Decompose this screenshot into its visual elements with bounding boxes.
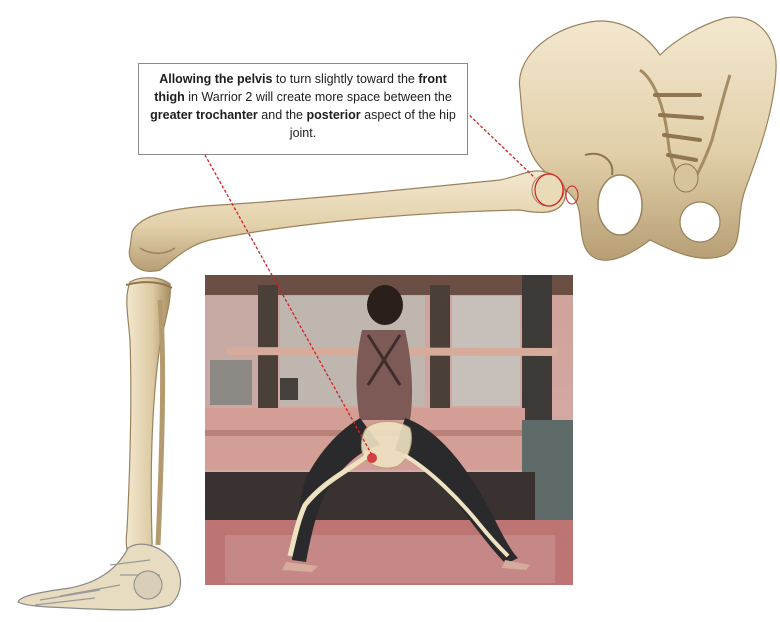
foot-illustration — [18, 544, 180, 610]
annotation-text-part: pelvis — [237, 72, 272, 86]
annotation-text-part: to turn slightly toward the — [272, 72, 418, 86]
pelvis-illustration — [519, 17, 776, 260]
annotation-callout: Allowing the pelvis to turn slightly tow… — [138, 63, 468, 155]
warrior-2-photo — [205, 275, 573, 585]
annotation-text-part: greater trochanter — [150, 108, 258, 122]
annotation-text-part: and the — [258, 108, 307, 122]
femur-illustration — [129, 171, 565, 272]
annotation-text: Allowing the pelvis to turn slightly tow… — [150, 72, 456, 140]
annotation-text-part: in Warrior 2 will create more space betw… — [185, 90, 452, 104]
annotation-text-part: Allowing the — [159, 72, 237, 86]
lower-leg-illustration — [126, 278, 172, 563]
annotation-text-part: posterior — [306, 108, 360, 122]
